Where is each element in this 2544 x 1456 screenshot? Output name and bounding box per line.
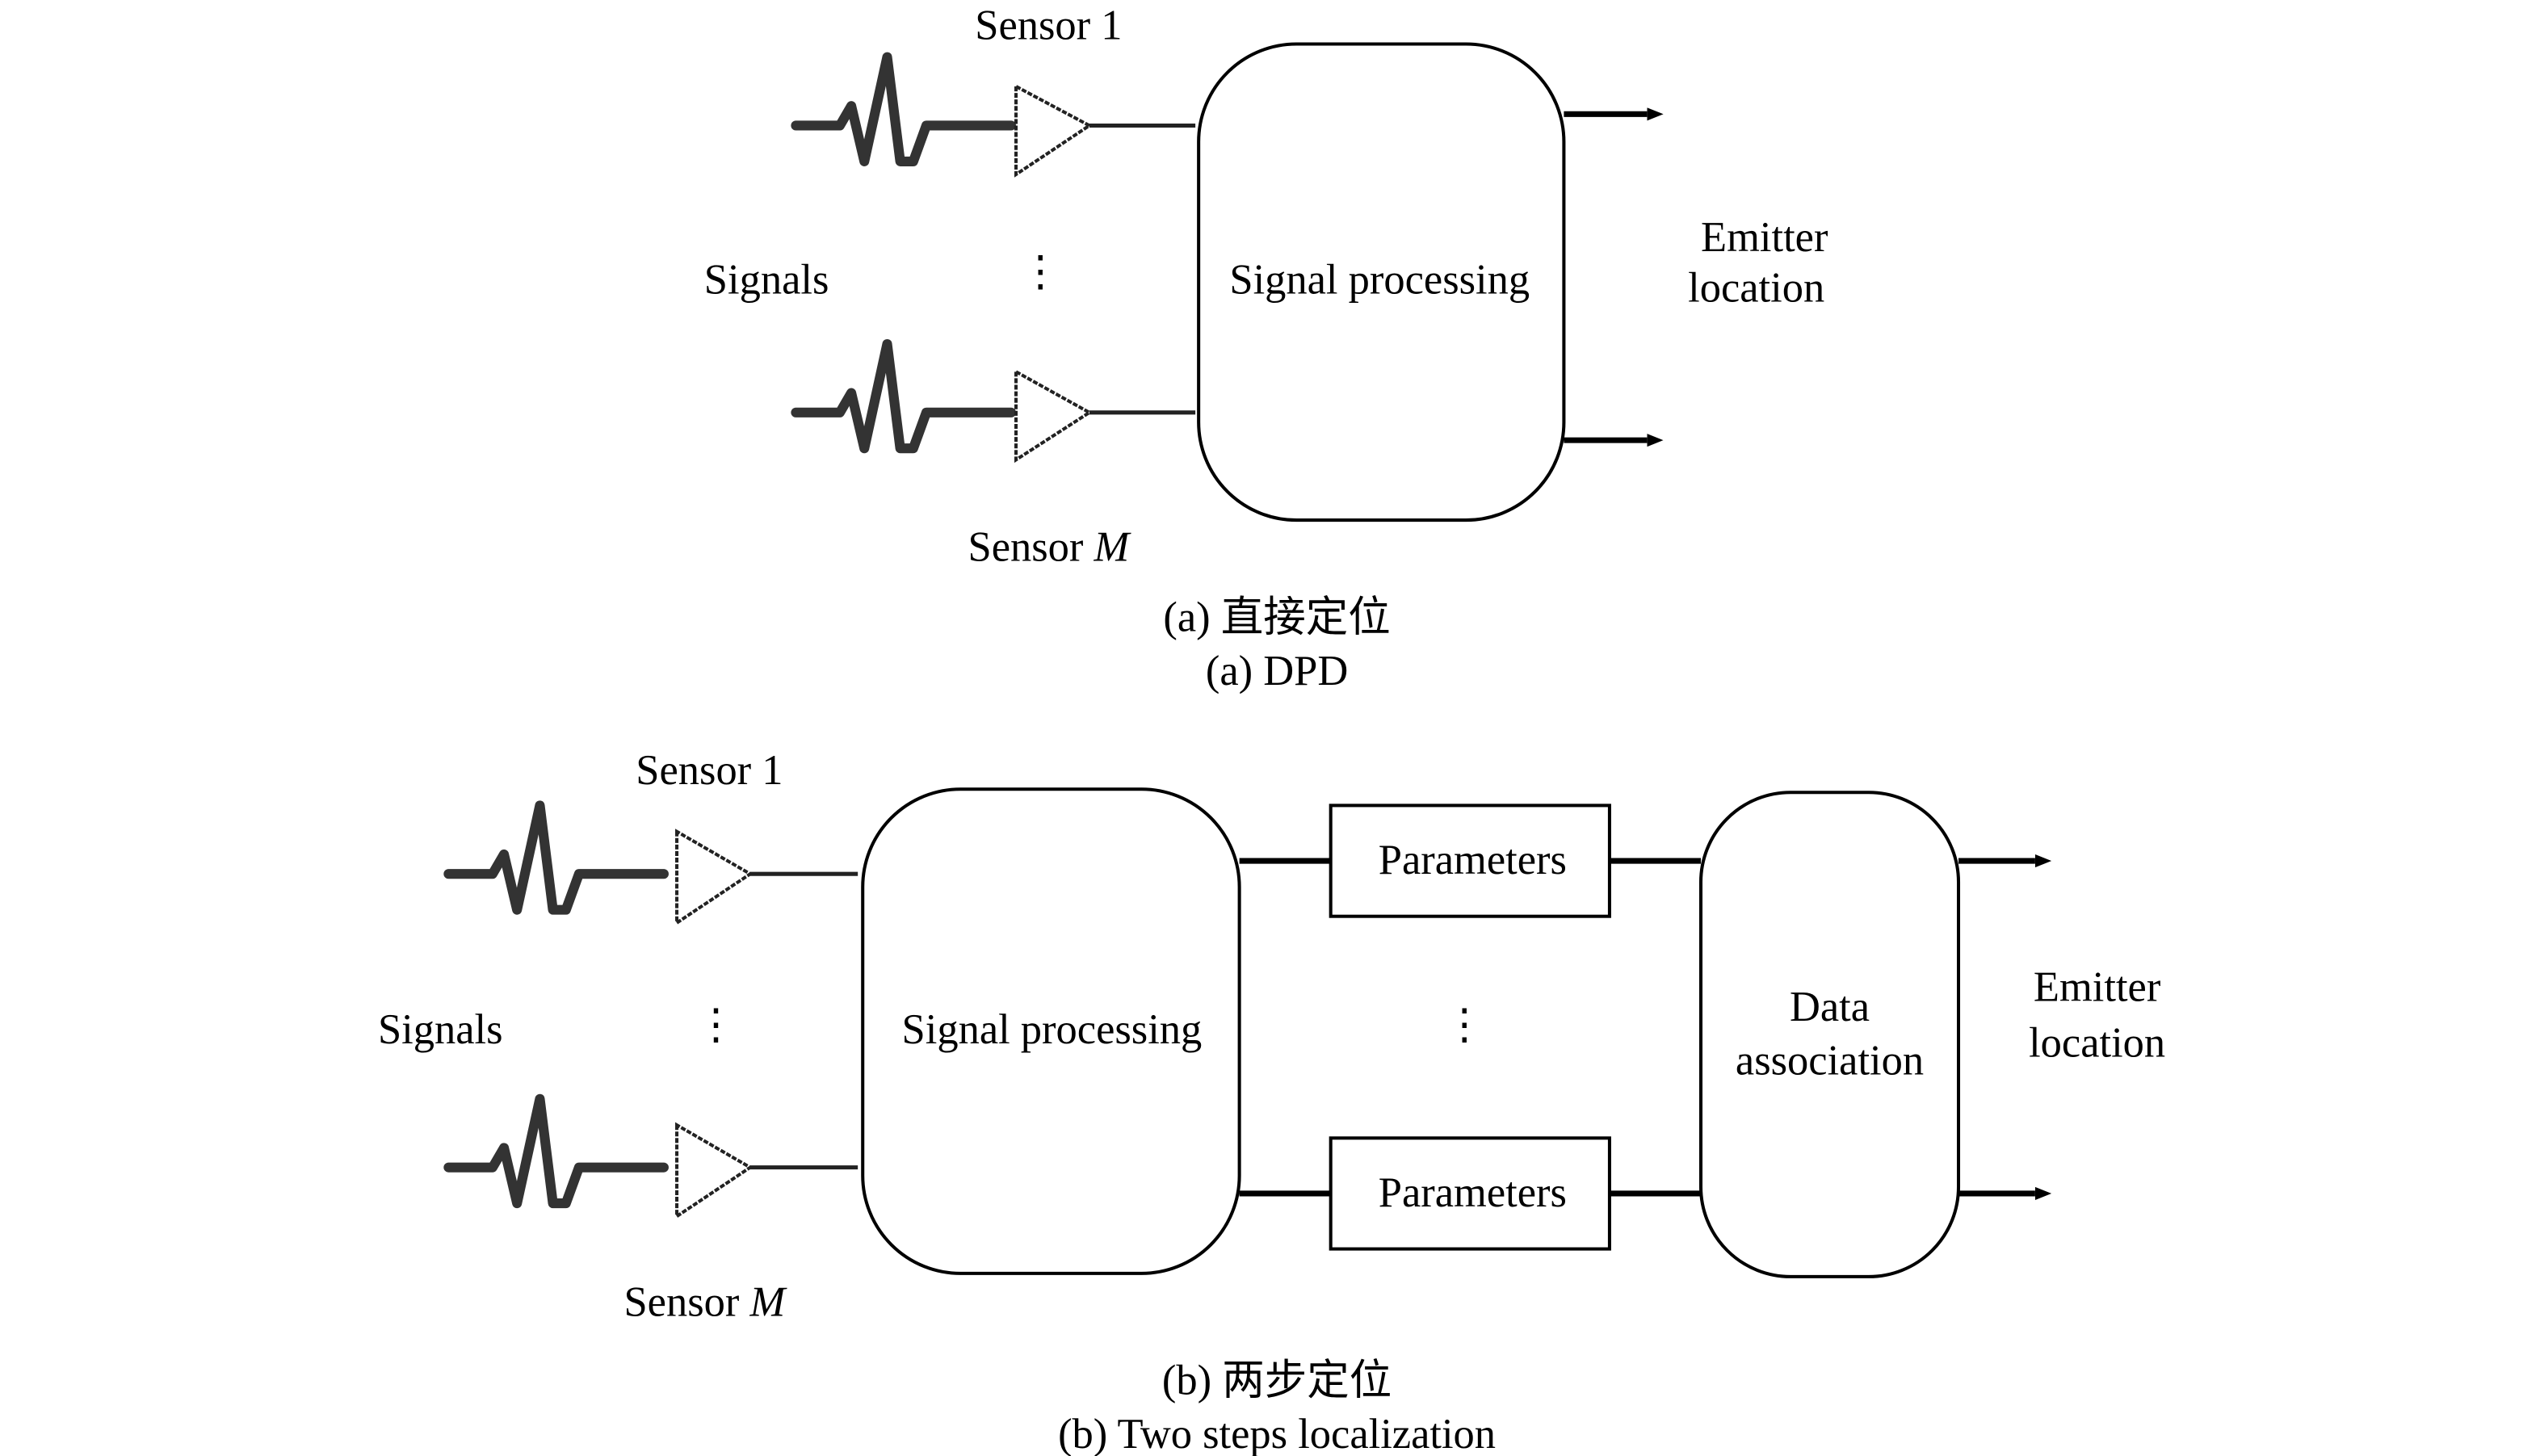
- signal-processing-label: Signal processing: [1229, 256, 1530, 303]
- signal-processing-label: Signal processing: [902, 1006, 1203, 1053]
- waveform-icon: [796, 57, 1011, 162]
- amplifier-triangle-icon: [1014, 368, 1093, 464]
- location-label: location: [1688, 265, 1824, 312]
- data-label: Data: [1790, 984, 1870, 1030]
- panel-b-two-step: Sensor 1 Signals ⋮ Sensor M Signal proce…: [378, 747, 2165, 1456]
- caption-en: (b) Two steps localization: [1058, 1411, 1496, 1456]
- vertical-ellipsis: ⋮: [695, 1001, 737, 1048]
- vertical-ellipsis: ⋮: [1443, 1001, 1485, 1048]
- caption-en: (a) DPD: [1206, 648, 1348, 694]
- waveform-icon: [448, 805, 664, 909]
- sensor-m-label: Sensor M: [968, 524, 1132, 571]
- sensor-1-label: Sensor 1: [636, 747, 783, 794]
- signal-processing-block: [1197, 42, 1566, 522]
- amplifier-triangle-icon: [1014, 83, 1093, 178]
- vertical-ellipsis: ⋮: [1019, 248, 1061, 295]
- signals-label: Signals: [704, 256, 829, 303]
- parameters-label: Parameters: [1379, 837, 1567, 883]
- parameters-label: Parameters: [1379, 1169, 1567, 1216]
- amplifier-triangle-icon: [675, 1122, 754, 1219]
- sensor-1-label: Sensor 1: [975, 2, 1122, 48]
- panel-a-dpd: Sensor 1 Signals ⋮ Sensor M Signal proce…: [704, 2, 1828, 694]
- caption-cn: (a) 直接定位: [1163, 594, 1390, 640]
- data-association-block: [1698, 791, 1961, 1278]
- association-label: association: [1736, 1038, 1924, 1085]
- signals-label: Signals: [378, 1006, 503, 1053]
- waveform-icon: [796, 344, 1011, 448]
- emitter-label: Emitter: [2034, 964, 2161, 1011]
- sensor-m-label: Sensor M: [624, 1278, 788, 1325]
- amplifier-triangle-icon: [675, 829, 754, 926]
- waveform-icon: [448, 1099, 664, 1203]
- emitter-label: Emitter: [1701, 214, 1828, 261]
- signal-processing-block: [861, 787, 1241, 1275]
- caption-cn: (b) 两步定位: [1162, 1357, 1392, 1404]
- location-label: location: [2029, 1019, 2165, 1066]
